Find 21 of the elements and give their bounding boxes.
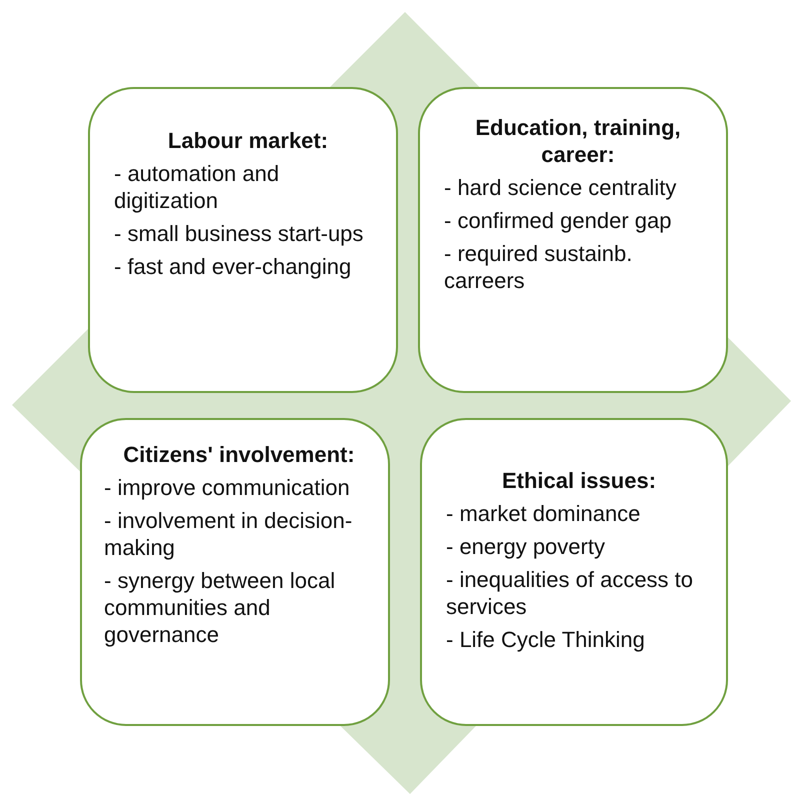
list-item: - fast and ever-changing bbox=[114, 253, 352, 280]
list-item: - confirmed gender gap bbox=[444, 207, 672, 234]
list-item: - required sustainb. carreers bbox=[444, 240, 634, 294]
box-heading: Ethical issues: bbox=[500, 467, 658, 494]
rounded-box bbox=[80, 418, 390, 726]
list-item: - small business start-ups bbox=[114, 220, 364, 247]
list-item: - hard science centrality bbox=[444, 174, 678, 201]
rounded-box bbox=[88, 87, 398, 393]
box-heading: Labour market: bbox=[166, 127, 330, 154]
box-heading: Education, training, career: bbox=[474, 114, 682, 168]
list-item: - improve communication bbox=[104, 474, 351, 501]
list-item: - automation and digitization bbox=[114, 160, 280, 214]
list-item: - Life Cycle Thinking bbox=[446, 626, 646, 653]
list-item: - inequalities of access to services bbox=[446, 566, 694, 620]
list-item: - energy poverty bbox=[446, 533, 606, 560]
list-item: - market dominance bbox=[446, 500, 642, 527]
list-item: - involvement in decision-making bbox=[104, 507, 354, 561]
rounded-box bbox=[420, 418, 728, 726]
box-heading: Citizens' involvement: bbox=[122, 441, 356, 468]
list-item: - synergy between local communities and governance bbox=[104, 567, 336, 648]
rounded-box bbox=[418, 87, 728, 393]
